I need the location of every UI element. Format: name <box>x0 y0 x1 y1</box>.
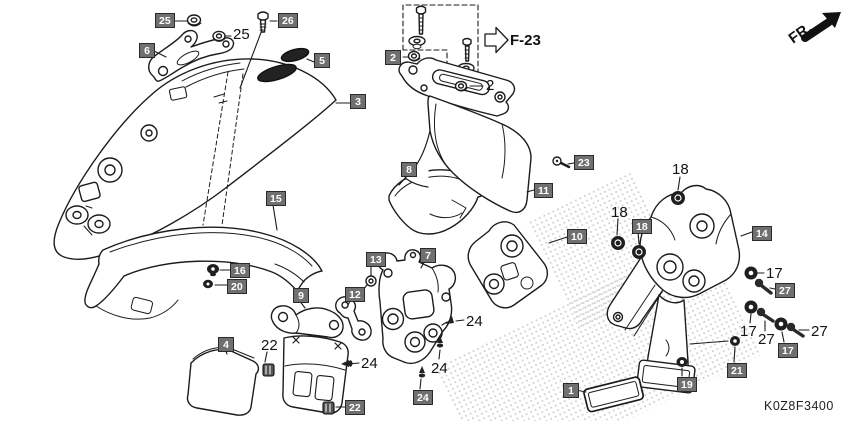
callout-box-5[interactable]: 5 <box>314 53 330 68</box>
washers-part17 <box>744 266 788 331</box>
clip-part22-left <box>262 363 275 377</box>
bolts-part27 <box>754 278 805 338</box>
nut-part21 <box>730 336 740 346</box>
callout-box-21[interactable]: 21 <box>727 363 747 378</box>
callout-label-24[interactable]: 24 <box>431 360 448 377</box>
callout-label-27[interactable]: 27 <box>758 331 775 348</box>
callout-box-3[interactable]: 3 <box>350 94 366 109</box>
callout-box-24[interactable]: 24 <box>413 390 433 405</box>
callout-box-9[interactable]: 9 <box>293 288 309 303</box>
callout-box-25[interactable]: 25 <box>155 13 175 28</box>
dashed-reference-lines <box>202 71 244 226</box>
nut-part25-left <box>186 14 202 27</box>
bracket-part7 <box>377 249 457 365</box>
callout-box-4[interactable]: 4 <box>218 337 234 352</box>
callout-box-14[interactable]: 14 <box>752 226 772 241</box>
callout-box-27[interactable]: 27 <box>775 283 795 298</box>
clip-part22-right <box>322 401 335 415</box>
drawing-code: K0Z8F3400 <box>764 399 834 413</box>
link-part12 <box>335 296 372 341</box>
callout-label-22[interactable]: 22 <box>261 337 278 354</box>
plate-part10 <box>467 221 549 309</box>
nuts-part18 <box>611 191 685 259</box>
callout-label-24[interactable]: 24 <box>361 355 378 372</box>
callout-box-13[interactable]: 13 <box>366 252 386 267</box>
reflector-part1 <box>583 376 645 413</box>
callout-box-11[interactable]: 11 <box>534 183 554 198</box>
screw-part23 <box>552 156 571 169</box>
callout-label-17[interactable]: 17 <box>766 265 783 282</box>
callout-box-2[interactable]: 2 <box>385 50 401 65</box>
nut-part2-right <box>454 80 468 92</box>
callout-box-7[interactable]: 7 <box>420 248 436 263</box>
callout-box-17[interactable]: 17 <box>778 343 798 358</box>
callout-label-17[interactable]: 17 <box>740 323 757 340</box>
callout-box-22[interactable]: 22 <box>345 400 365 415</box>
callout-label-2[interactable]: 2 <box>486 77 495 94</box>
callout-box-20[interactable]: 20 <box>227 279 247 294</box>
f23-reference-arrow <box>484 26 509 54</box>
callout-box-23[interactable]: 23 <box>574 155 594 170</box>
bracket-part9 <box>270 305 349 414</box>
callout-box-16[interactable]: 16 <box>230 263 250 278</box>
callout-label-18[interactable]: 18 <box>672 161 689 178</box>
callout-label-18[interactable]: 18 <box>611 204 628 221</box>
nut-part16 <box>207 264 219 277</box>
rear-fender-part3 <box>53 58 337 260</box>
rivets-part24 <box>341 316 454 378</box>
nut-part20 <box>203 279 213 289</box>
f23-reference-label: F-23 <box>510 32 541 49</box>
callout-box-18[interactable]: 18 <box>632 219 652 234</box>
callout-box-10[interactable]: 10 <box>567 229 587 244</box>
callout-label-24[interactable]: 24 <box>466 313 483 330</box>
callout-box-26[interactable]: 26 <box>278 13 298 28</box>
bolt-part26 <box>257 11 269 33</box>
callout-box-12[interactable]: 12 <box>345 287 365 302</box>
callout-box-8[interactable]: 8 <box>401 162 417 177</box>
nut-part19 <box>676 357 688 367</box>
callout-box-19[interactable]: 19 <box>677 377 697 392</box>
callout-box-15[interactable]: 15 <box>266 191 286 206</box>
callout-label-27[interactable]: 27 <box>811 323 828 340</box>
callout-box-1[interactable]: 1 <box>563 383 579 398</box>
nut-part2-left <box>407 50 421 62</box>
rubber-pads-part5 <box>257 47 310 83</box>
callout-label-25[interactable]: 25 <box>233 26 250 43</box>
mudguard-part14 <box>606 184 741 394</box>
fr-direction-arrow <box>801 12 841 42</box>
under-stay-part15 <box>84 226 323 320</box>
callout-box-6[interactable]: 6 <box>139 43 155 58</box>
leader-lines <box>153 20 810 408</box>
